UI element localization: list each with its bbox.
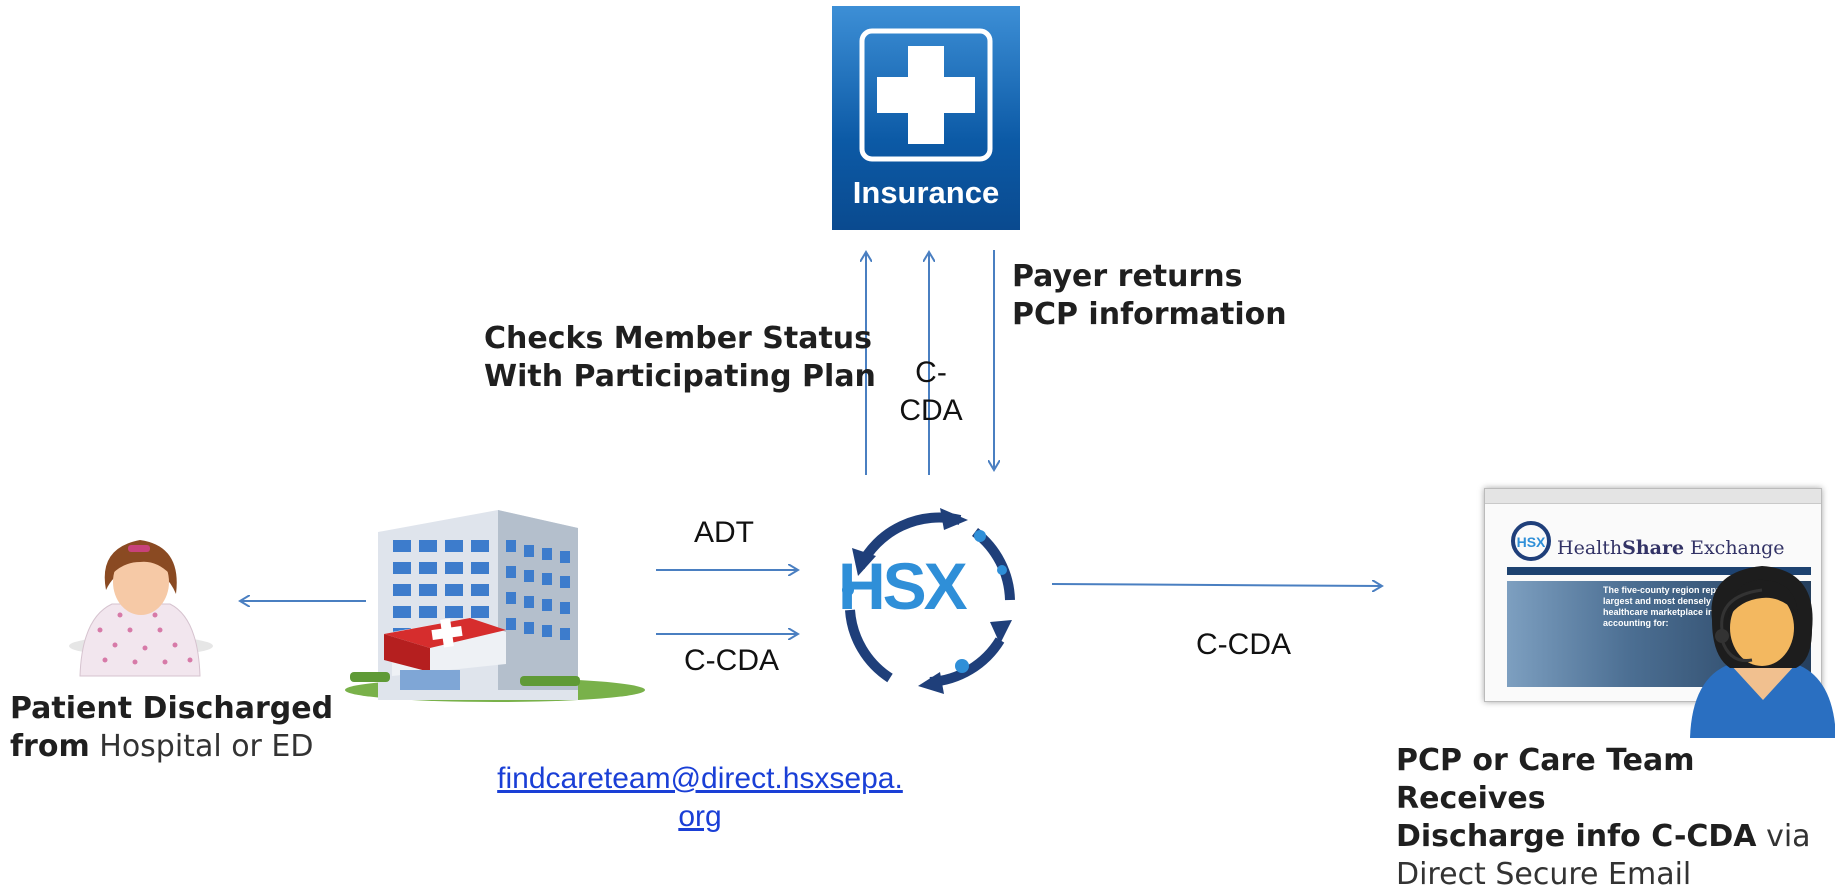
ccda-up-line-2: CDA bbox=[899, 394, 963, 427]
ccda-pcp-label: C-CDA bbox=[1196, 628, 1291, 661]
direct-address-line-2[interactable]: org bbox=[678, 800, 722, 833]
ccda-hospital-label: C-CDA bbox=[684, 644, 779, 677]
patient-line-1: Patient Discharged bbox=[10, 691, 334, 726]
hospital-icon bbox=[345, 510, 645, 702]
patient-icon bbox=[69, 540, 213, 677]
direct-address-line-1[interactable]: findcareteam@direct.hsxsepa. bbox=[497, 762, 903, 795]
checks-line-1: Checks Member Status bbox=[484, 321, 873, 356]
care-team-person-icon bbox=[1690, 566, 1835, 738]
hsx-logo-icon bbox=[842, 508, 1015, 694]
ccda-up-label: C- CDA bbox=[894, 354, 968, 430]
hsx-logo-text: HSX bbox=[838, 549, 968, 623]
hsx-site-name: HealthShare Exchange bbox=[1557, 537, 1785, 559]
patient-line-2-bold: from bbox=[10, 729, 90, 764]
checks-member-status-label: Checks Member Status With Participating … bbox=[484, 320, 876, 396]
insurance-label: Insurance bbox=[852, 175, 1000, 210]
svg-text:HSX: HSX bbox=[1517, 534, 1546, 550]
payer-returns-label: Payer returns PCP information bbox=[1012, 258, 1287, 334]
arrow-ccda-pcp bbox=[1051, 584, 1382, 586]
checks-line-2: With Participating Plan bbox=[484, 359, 876, 394]
connector-arrows bbox=[0, 250, 1835, 854]
adt-label: ADT bbox=[694, 516, 754, 549]
patient-line-2-light: Hospital or ED bbox=[89, 729, 314, 764]
ccda-up-line-1: C- bbox=[915, 356, 947, 389]
site-hero-text: The five-county region represents the la… bbox=[1603, 585, 1765, 628]
patient-discharged-label: Patient Discharged from Hospital or ED bbox=[10, 690, 333, 766]
pcp-receives-label: PCP or Care Team Receives Discharge info… bbox=[1396, 742, 1835, 894]
insurance-icon bbox=[832, 6, 1020, 230]
payer-line-1: Payer returns bbox=[1012, 259, 1243, 294]
pcp-line-1: PCP or Care Team Receives bbox=[1396, 743, 1695, 816]
hsx-site-logo-icon: HSX bbox=[1511, 521, 1551, 561]
payer-line-2: PCP information bbox=[1012, 297, 1287, 332]
pcp-line-2-light: via bbox=[1756, 819, 1811, 854]
pcp-line-3: Direct Secure Email bbox=[1396, 857, 1692, 892]
browser-titlebar bbox=[1485, 489, 1821, 504]
pcp-line-2-bold: Discharge info C-CDA bbox=[1396, 819, 1757, 854]
direct-address-link[interactable]: findcareteam@direct.hsxsepa. org bbox=[470, 760, 930, 836]
site-nav-bar bbox=[1507, 567, 1811, 575]
